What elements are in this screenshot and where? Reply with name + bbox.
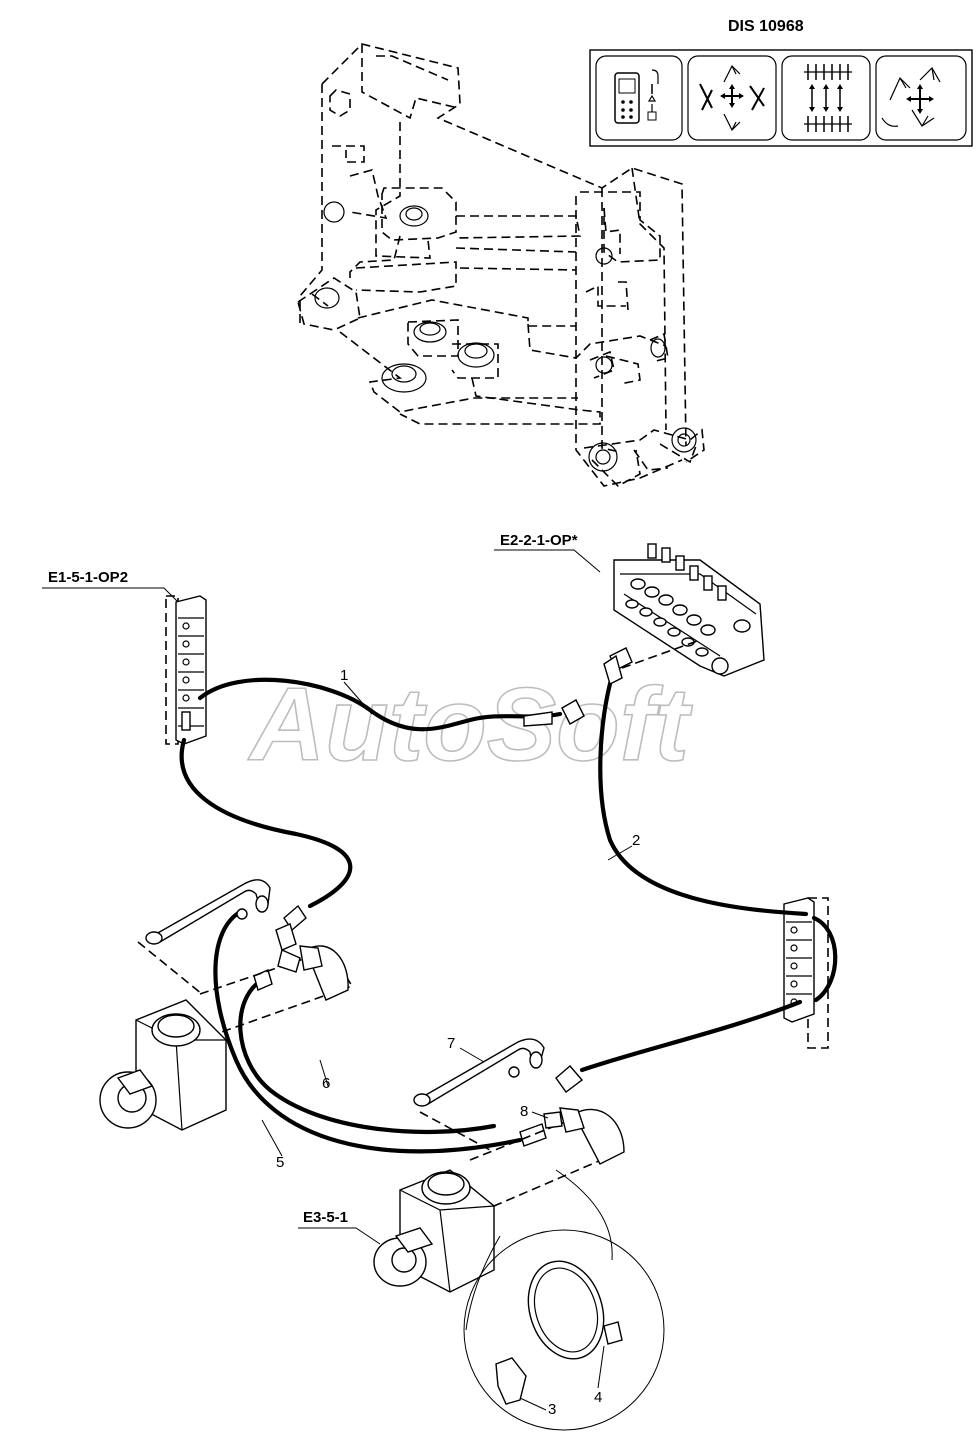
callout-8[interactable]: 8 — [520, 1103, 528, 1120]
hose-6 — [238, 977, 497, 1135]
callout-6[interactable]: 6 — [322, 1075, 330, 1092]
hose-left-down — [179, 737, 353, 909]
callout-7[interactable]: 7 — [447, 1035, 455, 1052]
ref-control-valve[interactable]: E2-2-1-OP* — [500, 532, 578, 549]
hoses — [179, 654, 838, 1154]
callout-2[interactable]: 2 — [632, 832, 640, 849]
diagram-code: DIS 10968 — [728, 18, 804, 35]
cylinder-left — [99, 945, 354, 1131]
callout-4[interactable]: 4 — [594, 1389, 602, 1406]
ref-tool-rack[interactable]: E1-5-1-OP2 — [48, 569, 128, 586]
remote-control-icon[interactable] — [595, 55, 683, 141]
ref-cylinder[interactable]: E3-5-1 — [303, 1209, 348, 1226]
control-valve-block — [609, 543, 765, 677]
detail-view — [463, 1169, 665, 1431]
hose-2 — [598, 673, 809, 917]
mode-icon-strip — [589, 49, 973, 147]
hose-right-loop — [811, 915, 838, 1003]
reference-labels: E1-5-1-OP2 E2-2-1-OP* E3-5-1 — [42, 532, 601, 1245]
callout-leaders — [261, 681, 633, 1411]
valve-spool-icon[interactable] — [781, 55, 871, 141]
boom-swing-icon[interactable] — [875, 55, 967, 141]
cylinder-right — [373, 1107, 625, 1293]
callout-3[interactable]: 3 — [548, 1401, 556, 1418]
callout-1[interactable]: 1 — [340, 667, 348, 684]
callout-5[interactable]: 5 — [276, 1154, 284, 1171]
hose-1 — [197, 677, 563, 732]
hose-5 — [213, 909, 523, 1154]
boom-cross-control-icon[interactable] — [687, 55, 777, 141]
boom-frame — [297, 43, 705, 487]
callout-numbers: 1 2 3 4 5 6 7 8 — [276, 667, 640, 1418]
tool-rack-right — [783, 897, 829, 1049]
hose-lower-right — [579, 999, 803, 1073]
tool-rack-left — [165, 595, 207, 745]
steel-pipe-7 — [413, 1038, 545, 1151]
steel-pipe-upper — [137, 879, 271, 995]
